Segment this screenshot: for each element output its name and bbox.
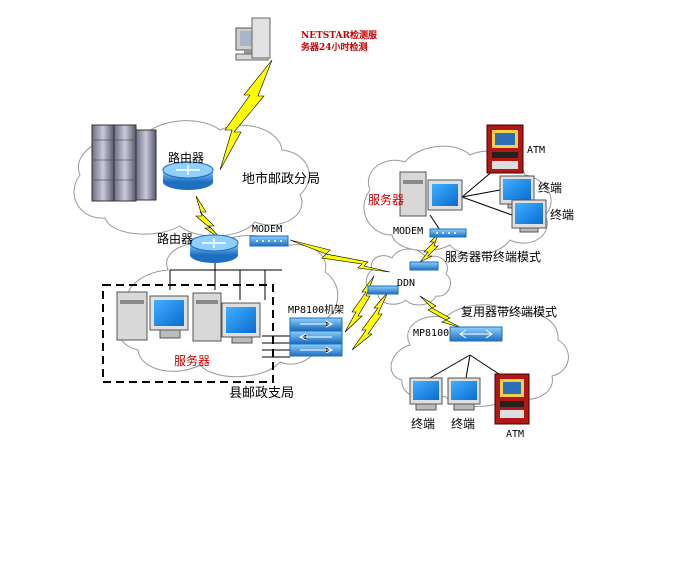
county-server-1-icon [116,291,189,341]
city-server-rack-icon [91,124,157,202]
monitor-label-line2: 务器24小时检测 [301,43,368,53]
mux-terminal-1-label: 终端 [411,417,436,431]
lightning-rack-to-ddn-1 [344,275,375,333]
county-router-label: 路由器 [157,232,194,246]
city-bureau-name: 地市邮政分局 [242,172,321,187]
atm-2-label: ATM [506,429,525,440]
mp8100-rack-icon [289,317,343,357]
county-modem-label: MODEM [252,224,283,235]
mux-mp8100-label: MP8100 [413,328,450,339]
lightning-rack-to-ddn-2 [351,291,389,351]
mux-terminal-1-icon [409,377,443,411]
monitor-workstation-icon [235,17,271,61]
ddn-switch-icon [367,261,439,295]
site-server-icon [399,171,463,217]
site-server-label: 服务器 [368,193,405,207]
county-bureau-name: 县邮政支局 [229,386,295,401]
mux-terminal-2-icon [447,377,481,411]
site-modem-icon [429,228,467,238]
lightning-modem-to-ddn [289,239,391,273]
mux-terminal-mode-label: 复用器带终端模式 [461,305,558,319]
monitor-label-line1: NETSTAR检测服 [301,31,377,41]
site-terminal-2-icon [511,199,547,233]
atm-1-icon [486,124,524,174]
county-server-2-icon [192,292,261,344]
lightning-monitor-to-router [219,59,273,171]
ddn-cloud [365,248,451,306]
server-terminal-mode-label: 服务器带终端模式 [445,250,542,264]
site-terminal-1-label: 终端 [538,181,563,195]
mux-terminal-2-label: 终端 [451,417,476,431]
county-server-label: 服务器 [174,354,211,368]
county-modem-icon [249,235,289,247]
mp8100-rack-label: MP8100机架 [288,305,345,316]
atm-1-label: ATM [527,145,546,156]
site-modem-label: MODEM [393,226,424,237]
city-router-label: 路由器 [168,151,205,165]
county-server-group-box [102,284,274,383]
county-router-icon [189,234,239,263]
site-terminal-2-label: 终端 [550,208,575,222]
ddn-label: DDN [397,278,416,289]
site-terminal-1-icon [499,175,535,209]
atm-2-icon [494,373,530,425]
city-router-icon [162,161,214,190]
mux-mp8100-icon [449,326,503,342]
